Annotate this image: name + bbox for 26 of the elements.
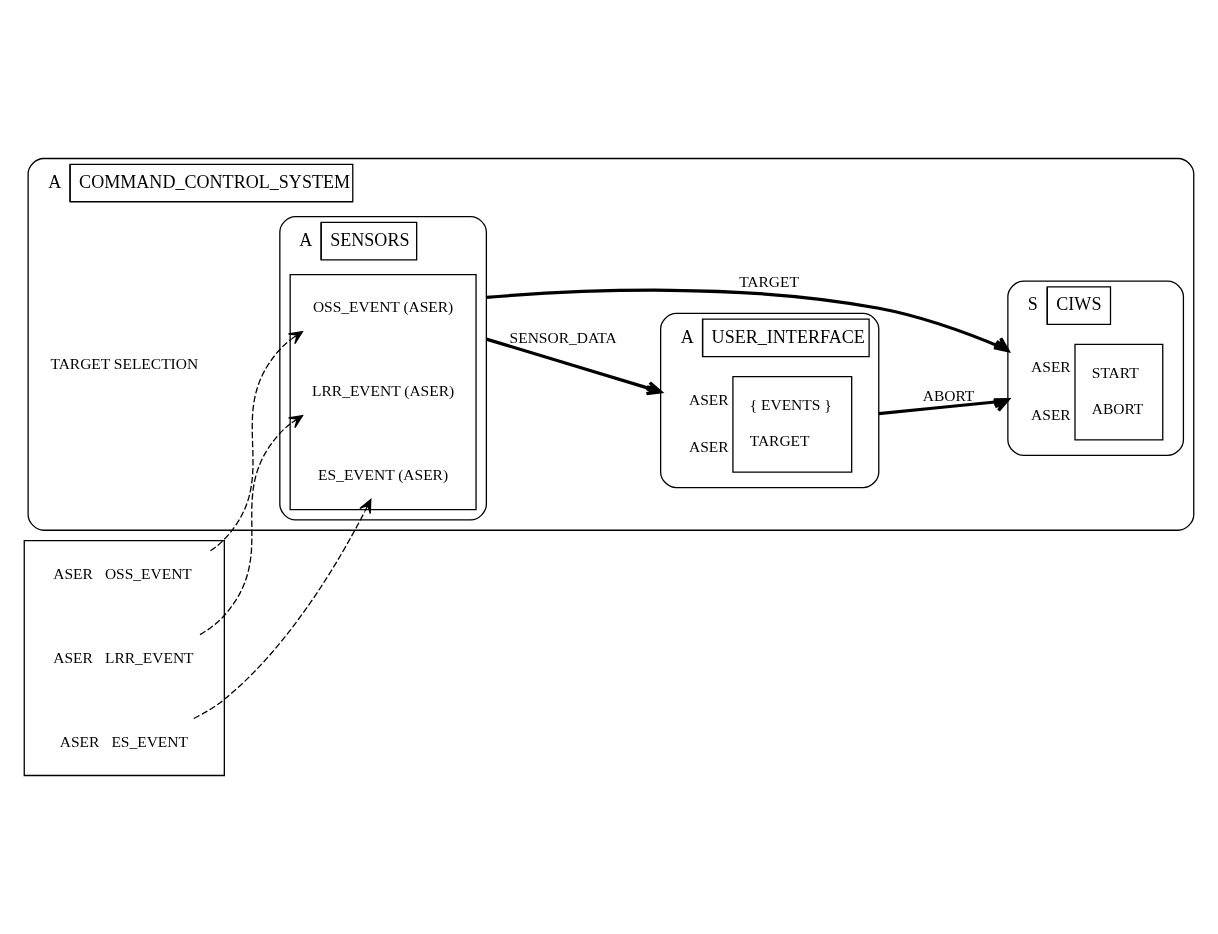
arrow [878, 398, 1010, 416]
node-text: ES_EVENT [111, 732, 188, 750]
node-label: ASER [1031, 358, 1071, 376]
arrow [485, 337, 663, 396]
node-box: START ABORT [1074, 343, 1164, 441]
node-text: LRR_EVENT [104, 648, 194, 666]
node-label: ASER [53, 564, 93, 582]
edge-label: TARGET [739, 273, 799, 291]
node-box: { EVENTS } TARGET [732, 376, 853, 473]
node-label: ASER [1031, 406, 1071, 424]
cluster [23, 539, 225, 777]
label: TARGET SELECTION [50, 355, 199, 373]
node-label: ASER [689, 438, 729, 456]
node-text: OSS_EVENT (ASER) [312, 298, 454, 316]
node-text: LRR_EVENT (ASER) [312, 382, 455, 400]
edge-label: ABORT [922, 386, 975, 404]
node-label: ASER [59, 732, 100, 750]
arrow [209, 331, 304, 552]
node-text: ES_EVENT (ASER) [318, 466, 449, 484]
node-label: ASER [689, 390, 729, 408]
edge-label: SENSOR_DATA [509, 328, 617, 346]
node-text: OSS_EVENT [104, 564, 192, 582]
arrow [193, 498, 372, 720]
arrow [486, 288, 1010, 353]
arrow [199, 415, 304, 636]
node-label: ASER [53, 648, 93, 666]
